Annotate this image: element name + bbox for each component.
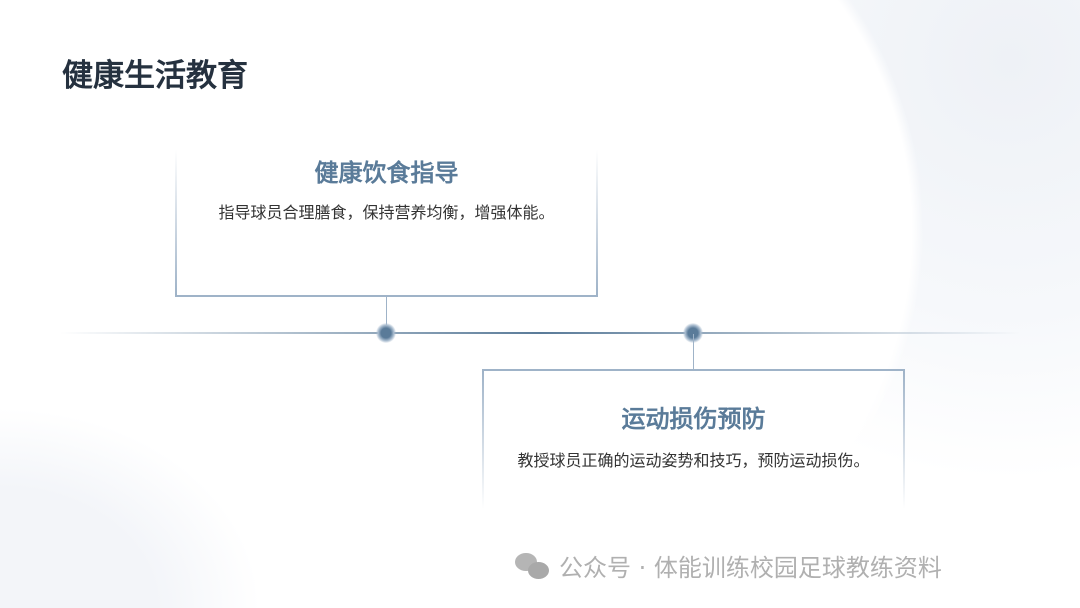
connector — [386, 297, 387, 333]
watermark-text: 公众号 · 体能训练校园足球教练资料 — [559, 554, 942, 582]
card-heading: 运动损伤预防 — [621, 405, 766, 433]
card-heading: 健康饮食指导 — [314, 159, 459, 187]
wechat-icon — [515, 551, 551, 581]
page-title: 健康生活教育 — [62, 58, 248, 94]
timeline-line — [60, 332, 1020, 334]
card-text: 指导球员合理膳食，保持营养均衡，增强体能。 — [218, 203, 555, 222]
card-injury-prevention: 运动损伤预防 教授球员正确的运动姿势和技巧，预防运动损伤。 — [482, 369, 905, 509]
connector — [693, 334, 694, 370]
card-healthy-diet: 健康饮食指导 指导球员合理膳食，保持营养均衡，增强体能。 — [175, 150, 598, 297]
timeline-dot — [376, 323, 396, 343]
card-text: 教授球员正确的运动姿势和技巧，预防运动损伤。 — [517, 451, 870, 470]
watermark: 公众号 · 体能训练校园足球教练资料 — [515, 548, 942, 583]
timeline-dot — [683, 323, 703, 343]
